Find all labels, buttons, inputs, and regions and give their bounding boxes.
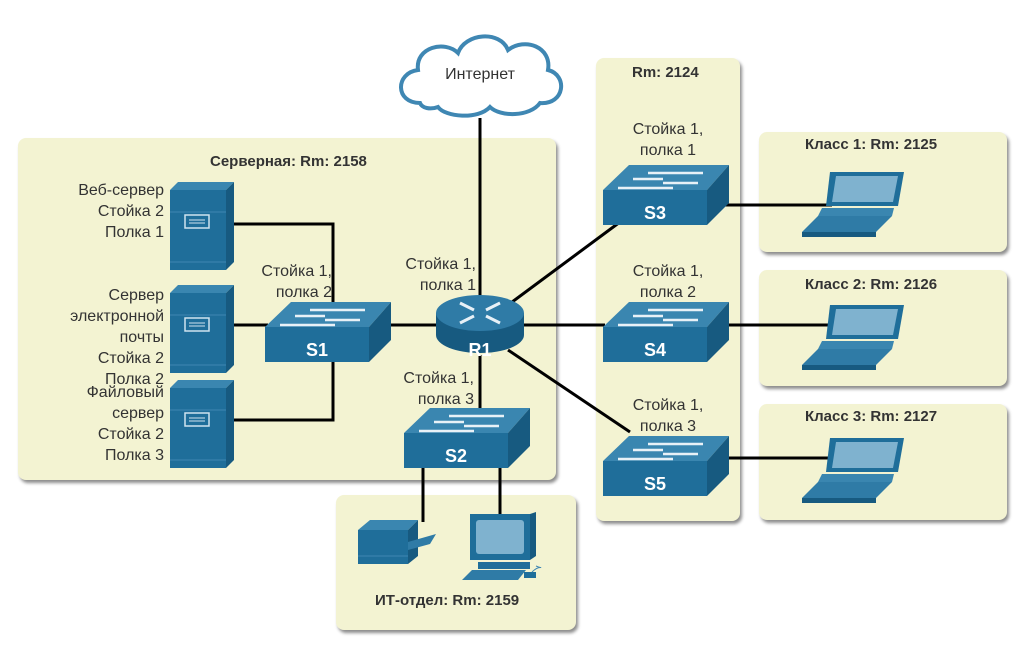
switch-s2-icon[interactable] xyxy=(404,406,532,470)
s2-location: Стойка 1, полка 3 xyxy=(403,370,474,408)
switch-s2-label: S2 xyxy=(444,446,468,466)
s4-location: Стойка 1, полка 2 xyxy=(632,263,704,301)
classroom-3-title: Класс 3: Rm: 2127 xyxy=(805,408,938,425)
switch-s5-icon[interactable] xyxy=(603,434,731,498)
link-file-server-s1 xyxy=(234,360,335,422)
web-server-label: Веб-сервер Стойка 2 Полка 1 xyxy=(78,182,164,241)
link-r1-s3 xyxy=(507,220,621,307)
switch-s4-label: S4 xyxy=(643,340,667,360)
switch-s5-label: S5 xyxy=(643,474,667,494)
classroom-1-title: Класс 1: Rm: 2125 xyxy=(805,136,938,153)
it-dept-title: ИТ-отдел: Rm: 2159 xyxy=(375,592,520,609)
internet-label: Интернет xyxy=(445,66,515,83)
laptop-3-icon[interactable] xyxy=(802,436,908,506)
s5-location: Стойка 1, полка 3 xyxy=(632,397,704,435)
room-2124-title: Rm: 2124 xyxy=(632,64,699,81)
laptop-1-icon[interactable] xyxy=(802,170,908,240)
link-web-server-s1 xyxy=(234,222,335,305)
internet-cloud-icon xyxy=(399,34,564,118)
classroom-2-title: Класс 2: Rm: 2126 xyxy=(805,276,938,293)
pc-icon[interactable] xyxy=(460,512,545,584)
link-r1-s5 xyxy=(507,348,631,434)
switch-s3-icon[interactable] xyxy=(603,163,731,227)
server-room-title: Серверная: Rm: 2158 xyxy=(210,153,367,170)
s3-location: Стойка 1, полка 1 xyxy=(632,121,704,159)
mail-server-label: Сервер электронной почты Стойка 2 Полка … xyxy=(70,287,164,388)
switch-s1-icon[interactable] xyxy=(265,300,393,364)
file-server-label: Файловый сервер Стойка 2 Полка 3 xyxy=(86,384,164,464)
router-r1-icon[interactable] xyxy=(434,293,526,359)
mail-server-icon[interactable] xyxy=(170,285,238,373)
s1-location: Стойка 1, полка 2 xyxy=(261,263,332,301)
printer-icon[interactable] xyxy=(358,518,438,566)
switch-s1-label: S1 xyxy=(305,340,329,360)
file-server-icon[interactable] xyxy=(170,380,238,468)
r1-location: Стойка 1, полка 1 xyxy=(405,256,476,294)
router-r1-label: R1 xyxy=(468,340,492,360)
switch-s4-icon[interactable] xyxy=(603,300,731,364)
switch-s3-label: S3 xyxy=(643,203,667,223)
web-server-icon[interactable] xyxy=(170,182,238,270)
laptop-2-icon[interactable] xyxy=(802,303,908,373)
